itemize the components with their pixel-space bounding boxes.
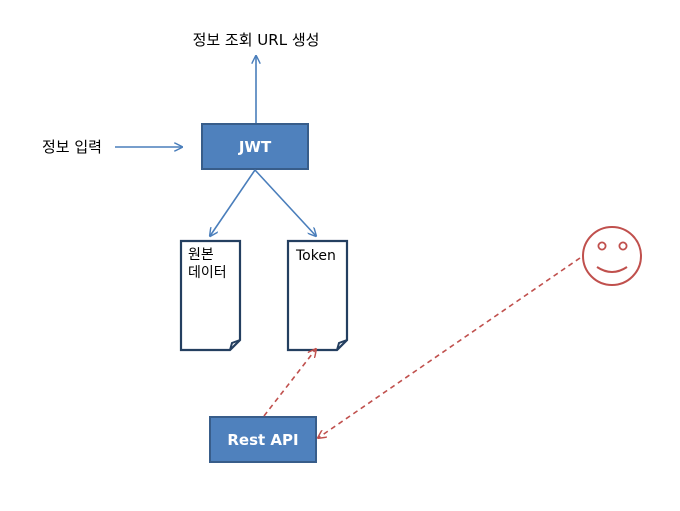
user-to-rest-api-arrow bbox=[318, 257, 581, 438]
jwt-to-original-arrow bbox=[210, 169, 256, 236]
left-label: 정보 입력 bbox=[42, 138, 102, 156]
rest-api-label: Rest API bbox=[227, 431, 298, 449]
jwt-label: JWT bbox=[238, 138, 272, 156]
token-label: Token bbox=[295, 248, 336, 264]
original-data-label-line1: 원본 bbox=[188, 247, 214, 263]
original-data-document: 원본 데이터 bbox=[179, 239, 242, 352]
jwt-box: JWT bbox=[201, 123, 309, 170]
original-data-label-line2: 데이터 bbox=[188, 265, 227, 281]
top-label: 정보 조회 URL 생성 bbox=[193, 31, 320, 49]
token-document: Token bbox=[286, 239, 349, 352]
jwt-to-token-arrow bbox=[254, 169, 316, 236]
rest-api-box: Rest API bbox=[209, 416, 317, 463]
smiley-face-icon bbox=[582, 226, 642, 286]
rest-api-to-token-arrow bbox=[263, 349, 316, 417]
